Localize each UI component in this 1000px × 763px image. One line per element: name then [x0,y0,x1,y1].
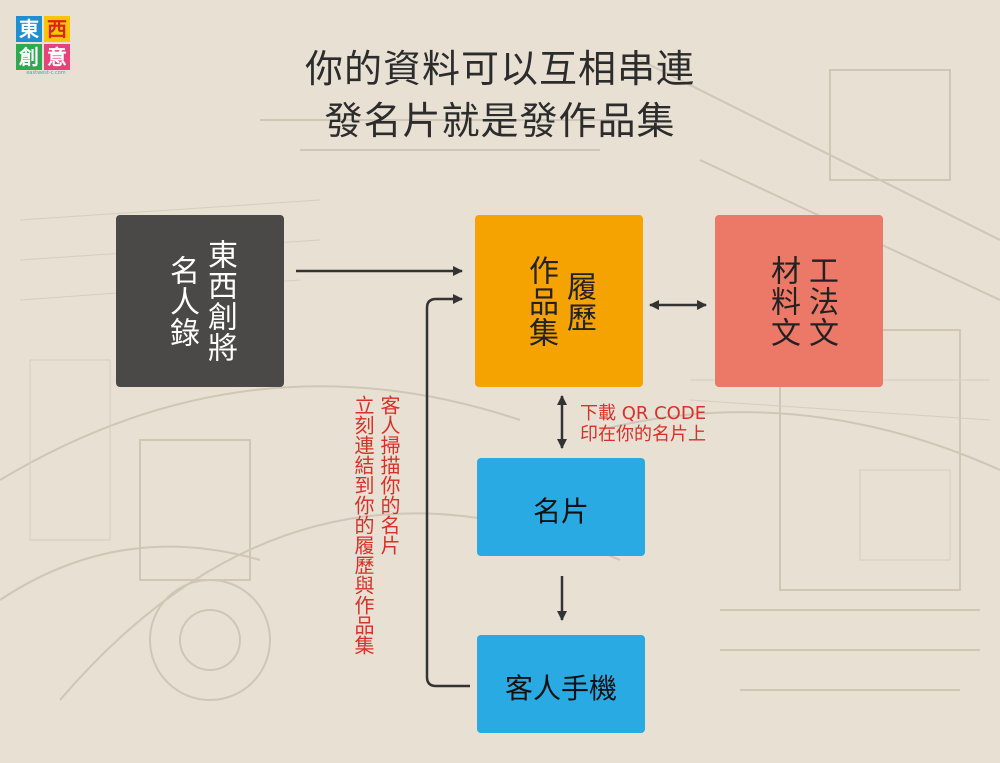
logo-char-3: 創 [16,44,42,70]
resume-label-col1: 履歷 [561,271,596,333]
qr-note-line2: 印在你的名片上 [580,424,706,445]
qr-note-line1: 下載 QR CODE [580,403,707,424]
customer-phone-label: 客人手機 [504,672,617,705]
directory-box[interactable]: 東西創將 名人錄 [116,215,284,387]
articles-label-col1: 工法文 [803,255,838,348]
business-card-label: 名片 [532,495,589,528]
customer-phone-box[interactable]: 客人手機 [477,635,645,733]
arrow-phone-to-resume [425,294,470,688]
logo-char-4: 意 [44,44,70,70]
qr-note: 下載 QR CODE 印在你的名片上 [580,403,706,445]
articles-label-col2: 材料文 [765,255,800,348]
logo-url: eastwest-c.com [26,70,66,76]
brand-logo[interactable]: 東 西 創 意 eastwest-c.com [16,16,74,78]
articles-box[interactable]: 工法文 材料文 [715,215,883,387]
title-line-1: 你的資料可以互相串連 [304,47,695,91]
scan-note-col2: 立刻連結到你的履歷與作品集 [351,395,375,655]
directory-label-col1: 東西創將 [202,239,237,363]
logo-char-2: 西 [44,16,70,42]
resume-label-col2: 作品集 [523,255,558,348]
logo-char-1: 東 [16,16,42,42]
resume-portfolio-box[interactable]: 履歷 作品集 [475,215,643,387]
title-line-2: 發名片就是發作品集 [324,99,676,143]
scan-note-col1: 客人掃描你的名片 [377,395,401,555]
directory-label-col2: 名人錄 [164,255,199,348]
business-card-box[interactable]: 名片 [477,458,645,556]
